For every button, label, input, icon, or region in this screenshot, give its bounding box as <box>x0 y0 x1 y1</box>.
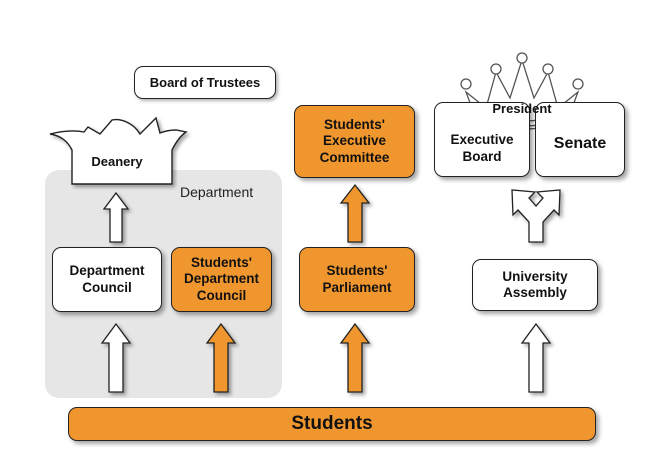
senate-label: Senate <box>553 134 607 152</box>
university-assembly-label-line1: University <box>502 268 568 284</box>
students-department-council-label-line3: Council <box>196 287 247 303</box>
fork-arrow-icon <box>511 189 561 243</box>
department-council-label-line2: Council <box>82 279 132 295</box>
students-bar: Students <box>68 407 596 441</box>
department-region-label: Department <box>180 184 254 200</box>
up-arrow-icon <box>205 322 237 393</box>
students-executive-committee-label-line2: Executive <box>322 133 387 149</box>
up-arrow-icon <box>100 322 132 393</box>
university-assembly-box: University Assembly <box>472 259 598 311</box>
board-of-trustees-label: Board of Trustees <box>149 74 261 90</box>
students-parliament-box: Students' Parliament <box>299 247 415 312</box>
department-council-box: Department Council <box>52 247 162 312</box>
students-label: Students <box>291 412 373 434</box>
up-arrow-icon <box>520 322 552 393</box>
up-arrow-icon <box>339 322 371 393</box>
senate-box: Senate <box>535 102 625 177</box>
deanery-label: Deanery <box>91 154 143 169</box>
president-label: President <box>492 101 552 116</box>
deanery-crown-icon <box>49 116 188 185</box>
executive-board-box: Executive Board <box>434 102 530 177</box>
students-parliament-label-line2: Parliament <box>322 279 392 295</box>
students-department-council-box: Students' Department Council <box>171 247 272 312</box>
students-department-council-label-line1: Students' <box>191 255 252 271</box>
executive-board-label-line1: Executive <box>450 132 514 148</box>
up-arrow-icon <box>102 191 130 243</box>
students-department-council-label-line2: Department <box>183 271 259 287</box>
students-executive-committee-label-line1: Students' <box>324 117 385 133</box>
students-executive-committee-label-line3: Committee <box>319 149 390 165</box>
university-assembly-label-line2: Assembly <box>503 285 567 300</box>
students-executive-committee-box: Students' Executive Committee <box>294 105 415 178</box>
department-council-label-line1: Department <box>69 263 145 279</box>
board-of-trustees-box: Board of Trustees <box>134 66 276 99</box>
executive-board-label-line2: Board <box>462 148 502 164</box>
up-arrow-icon <box>339 183 371 243</box>
students-parliament-label-line1: Students' <box>326 263 388 279</box>
